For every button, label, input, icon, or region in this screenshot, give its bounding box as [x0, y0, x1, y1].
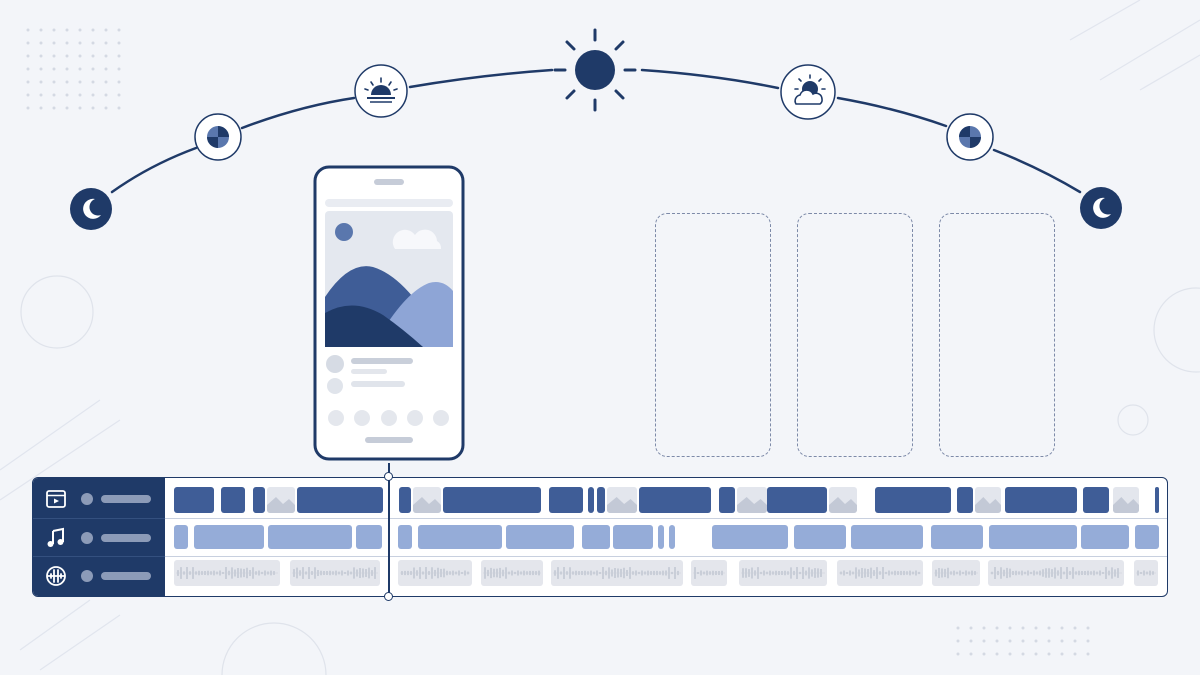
music-clip[interactable] [356, 525, 382, 549]
audio-clip[interactable] [290, 560, 380, 586]
audio-clip[interactable] [398, 560, 472, 586]
track-video[interactable] [33, 480, 165, 518]
video-clip[interactable] [875, 487, 951, 513]
audio-clip[interactable] [691, 560, 727, 586]
video-clip[interactable] [1005, 487, 1077, 513]
frame-placeholder [797, 213, 913, 457]
frame-placeholder [655, 213, 771, 457]
deco-circle [1117, 404, 1149, 436]
video-clip[interactable] [719, 487, 735, 513]
music-clip[interactable] [398, 525, 412, 549]
track-sfx[interactable] [33, 557, 165, 595]
frame-placeholder [939, 213, 1055, 457]
dot-grid-bottom-right [956, 626, 1090, 656]
half-sun-icon [946, 113, 994, 161]
deco-circle [1153, 287, 1200, 373]
music-clip[interactable] [194, 525, 264, 549]
deco-circle [20, 275, 94, 349]
half-sun-icon [194, 113, 242, 161]
music-clip[interactable] [506, 525, 574, 549]
music-clip[interactable] [1081, 525, 1129, 549]
image-post [325, 211, 453, 347]
phone-preview[interactable] [313, 165, 465, 461]
moon-icon [1080, 187, 1122, 229]
track-dot [81, 532, 93, 544]
thumbnail-clip[interactable] [1113, 487, 1139, 513]
timeline [32, 477, 1168, 597]
video-clip[interactable] [639, 487, 711, 513]
music-clip[interactable] [613, 525, 653, 549]
music-clip[interactable] [174, 525, 188, 549]
sun-icon [553, 28, 637, 112]
video-clip[interactable] [399, 487, 411, 513]
video-clip[interactable] [767, 487, 827, 513]
thumbnail-clip[interactable] [737, 487, 767, 513]
moon-icon [70, 188, 112, 230]
music-clip[interactable] [268, 525, 352, 549]
music-clip[interactable] [989, 525, 1077, 549]
audio-clip[interactable] [837, 560, 923, 586]
video-clip[interactable] [588, 487, 594, 513]
dot-grid-top-left [26, 28, 121, 110]
video-clip[interactable] [174, 487, 214, 513]
track-name-bar [101, 534, 151, 542]
deco-circle [221, 622, 327, 675]
music-clip[interactable] [418, 525, 502, 549]
track-header [33, 478, 165, 596]
video-clip[interactable] [597, 487, 605, 513]
playhead-handle[interactable] [384, 472, 393, 481]
playhead[interactable] [388, 463, 390, 597]
audio-clip[interactable] [174, 560, 280, 586]
thumbnail-clip[interactable] [975, 487, 1001, 513]
video-clip[interactable] [443, 487, 541, 513]
video-clip[interactable] [221, 487, 245, 513]
music-clip[interactable] [582, 525, 610, 549]
reaction-row [328, 410, 449, 426]
thumbnail-clip[interactable] [413, 487, 441, 513]
home-indicator [365, 437, 413, 443]
sunrise-icon [354, 64, 408, 118]
video-clip[interactable] [1155, 487, 1159, 513]
audio-clip[interactable] [1134, 560, 1158, 586]
track-name-bar [101, 572, 151, 580]
music-clip[interactable] [669, 525, 675, 549]
video-track-icon [46, 490, 66, 508]
video-clip[interactable] [1083, 487, 1109, 513]
waveform-icon [46, 566, 66, 586]
video-clip[interactable] [549, 487, 583, 513]
thumbnail-clip[interactable] [829, 487, 857, 513]
audio-clip[interactable] [551, 560, 683, 586]
music-clip[interactable] [658, 525, 664, 549]
audio-clip[interactable] [739, 560, 827, 586]
cloudy-sun-icon [780, 64, 836, 120]
audio-clip[interactable] [988, 560, 1124, 586]
music-clip[interactable] [794, 525, 846, 549]
video-clip[interactable] [297, 487, 383, 513]
thumbnail-clip[interactable] [267, 487, 295, 513]
music-note-icon [47, 527, 64, 547]
music-clip[interactable] [712, 525, 788, 549]
audio-clip[interactable] [932, 560, 980, 586]
thumbnail-clip[interactable] [607, 487, 637, 513]
day-arc-path [110, 68, 1082, 194]
playhead-handle[interactable] [384, 592, 393, 601]
video-clip[interactable] [957, 487, 973, 513]
phone-speaker [374, 179, 404, 185]
music-clip[interactable] [1135, 525, 1159, 549]
track-name-bar [101, 495, 151, 503]
audio-clip[interactable] [481, 560, 543, 586]
track-dot [81, 493, 93, 505]
video-clip[interactable] [253, 487, 265, 513]
track-dot [81, 570, 93, 582]
music-clip[interactable] [931, 525, 983, 549]
music-clip[interactable] [851, 525, 923, 549]
track-music[interactable] [33, 519, 165, 557]
